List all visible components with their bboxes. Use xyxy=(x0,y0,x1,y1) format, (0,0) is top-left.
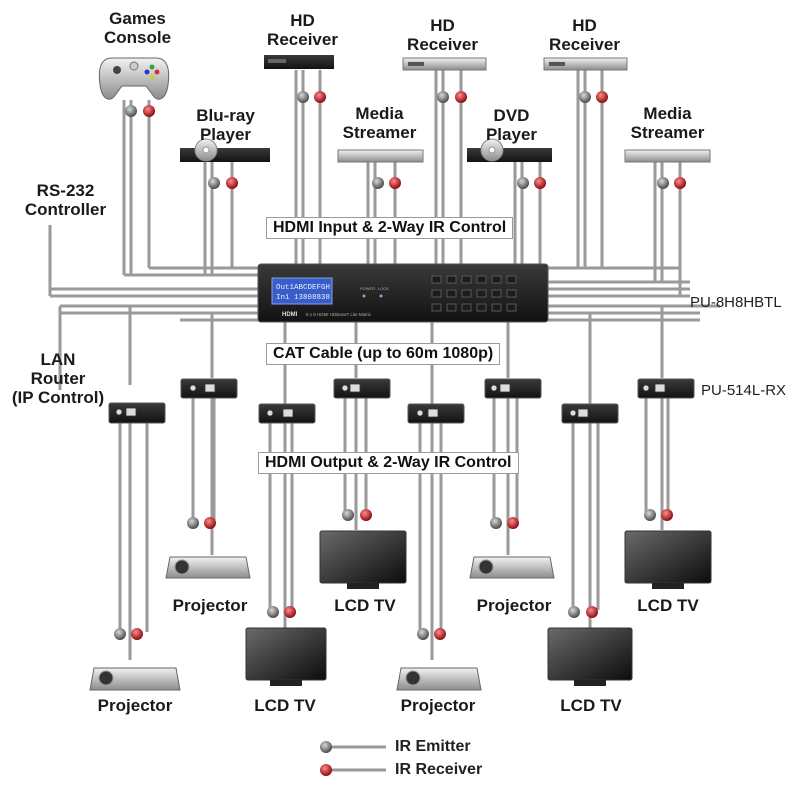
source-ir-dots xyxy=(125,91,686,189)
projector-icon xyxy=(89,667,181,691)
hd-receiver-icon xyxy=(264,55,334,69)
legend-ir-emitter: IR Emitter xyxy=(395,738,471,755)
display-label-lcd-tv: LCD TV xyxy=(254,696,316,715)
receiver-model-label: PU-514L-RX xyxy=(701,382,787,399)
receiver-ports xyxy=(115,383,666,418)
display-label-lcd-tv: LCD TV xyxy=(637,596,699,615)
matrix-lcd-line2: In1 13808838 xyxy=(276,294,330,302)
display-label-projector: Projector xyxy=(97,696,173,715)
display-label-lcd-tv: LCD TV xyxy=(334,596,396,615)
lcd-tv-icon xyxy=(319,530,407,589)
display-label-lcd-tv: LCD TV xyxy=(560,696,622,715)
dvd-player-icon xyxy=(467,138,552,162)
hd-receiver-icon xyxy=(543,57,628,71)
matrix-model-label: PU-8H8HBTL xyxy=(690,294,782,311)
legend-marks xyxy=(320,741,386,776)
matrix-lock-label: LOCK xyxy=(378,286,389,291)
matrix-power-label: POWER xyxy=(360,286,375,291)
bluray-player-icon xyxy=(180,138,270,162)
band-hdmi-input: HDMI Input & 2-Way IR Control xyxy=(266,217,514,239)
projector-icon xyxy=(165,556,251,579)
matrix-lcd-line1: Out1ABCDEFGH xyxy=(276,284,330,292)
game-controller-icon xyxy=(98,57,170,100)
matrix-brand: HDMI xyxy=(282,312,298,318)
display-label-projector: Projector xyxy=(172,596,248,615)
receiver-units xyxy=(108,378,695,424)
band-hdmi-output: HDMI Output & 2-Way IR Control xyxy=(258,452,519,474)
lcd-tv-icon xyxy=(245,627,327,686)
legend-ir-receiver: IR Receiver xyxy=(395,761,483,778)
lcd-tv-icon xyxy=(624,530,712,589)
projector-icon xyxy=(396,667,482,691)
display-ir-dots xyxy=(114,509,673,640)
band-cat-cable: CAT Cable (up to 60m 1080p) xyxy=(266,343,501,365)
display-label-projector: Projector xyxy=(476,596,552,615)
media-streamer-icon xyxy=(624,149,711,163)
media-streamer-icon xyxy=(337,149,424,163)
hd-receiver-icon xyxy=(402,57,487,71)
lcd-tv-icon xyxy=(547,627,633,686)
display-label-projector: Projector xyxy=(400,696,476,715)
matrix-switcher: Out1ABCDEFGH In1 13808838 HDMI 8 x 8 HDM… xyxy=(257,263,549,323)
matrix-subtitle: 8 x 8 HDMI HDBaseT Lite Matrix xyxy=(306,312,372,317)
projector-icon xyxy=(469,556,555,579)
cables xyxy=(48,70,720,660)
